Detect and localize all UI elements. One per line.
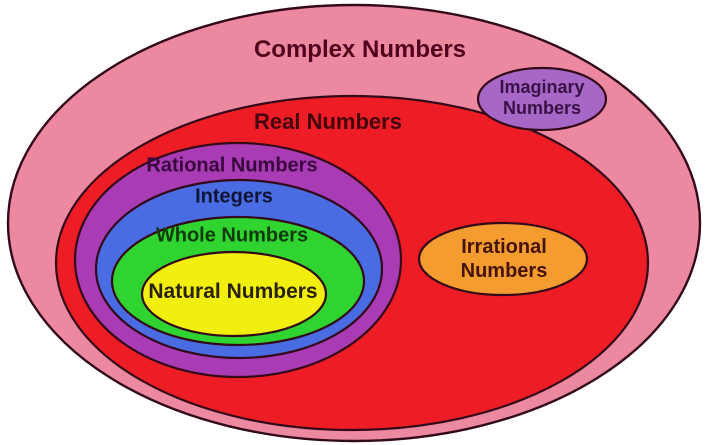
irrational-numbers-label: Irrational Numbers	[461, 235, 548, 283]
imaginary-numbers-label: Imaginary Numbers	[499, 77, 584, 119]
real-numbers-label: Real Numbers	[254, 109, 402, 134]
irrational-numbers-label-line2: Numbers	[460, 260, 548, 282]
imaginary-numbers-label-line2: Numbers	[502, 98, 582, 118]
rational-numbers-label: Rational Numbers	[146, 154, 318, 177]
natural-numbers-ellipse	[140, 250, 328, 338]
irrational-numbers-ellipse	[417, 221, 589, 297]
natural-numbers-label: Natural Numbers	[148, 280, 318, 303]
integers-label: Integers	[195, 185, 273, 208]
imaginary-numbers-label-line1: Imaginary	[499, 77, 585, 97]
imaginary-numbers-ellipse	[476, 66, 608, 132]
whole-numbers-label: Whole Numbers	[155, 224, 309, 247]
complex-numbers-label: Complex Numbers	[253, 36, 467, 63]
irrational-numbers-label-line1: Irrational	[461, 236, 547, 258]
